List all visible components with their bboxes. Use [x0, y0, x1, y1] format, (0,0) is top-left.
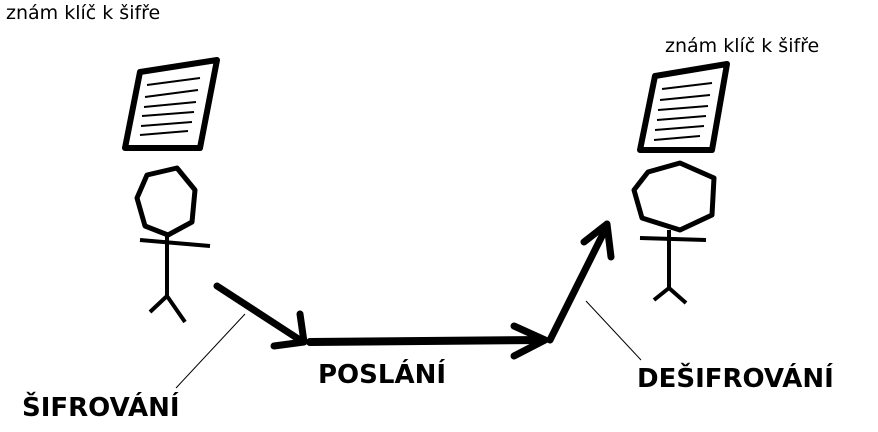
receiver-group — [631, 61, 730, 305]
receiver-key-note: znám klíč k šifře — [665, 35, 820, 57]
sender-group — [122, 57, 220, 324]
receiver-person-icon — [631, 160, 717, 305]
receiver-key-document-icon — [637, 61, 730, 153]
sender-key-document-icon — [122, 57, 220, 151]
decryption-arrow — [546, 220, 615, 344]
sender-person-icon — [134, 165, 211, 324]
encryption-arrow — [213, 282, 308, 350]
decryption-label: DEŠIFROVÁNÍ — [637, 364, 834, 394]
encryption-label: ŠIFROVÁNÍ — [22, 393, 180, 423]
sender-key-note: znám klíč k šifře — [6, 2, 161, 24]
decryption-leader-line — [585, 300, 642, 361]
transmission-label: POSLÁNÍ — [318, 360, 447, 390]
transmission-arrow — [306, 322, 549, 360]
encryption-leader-line — [175, 313, 246, 389]
